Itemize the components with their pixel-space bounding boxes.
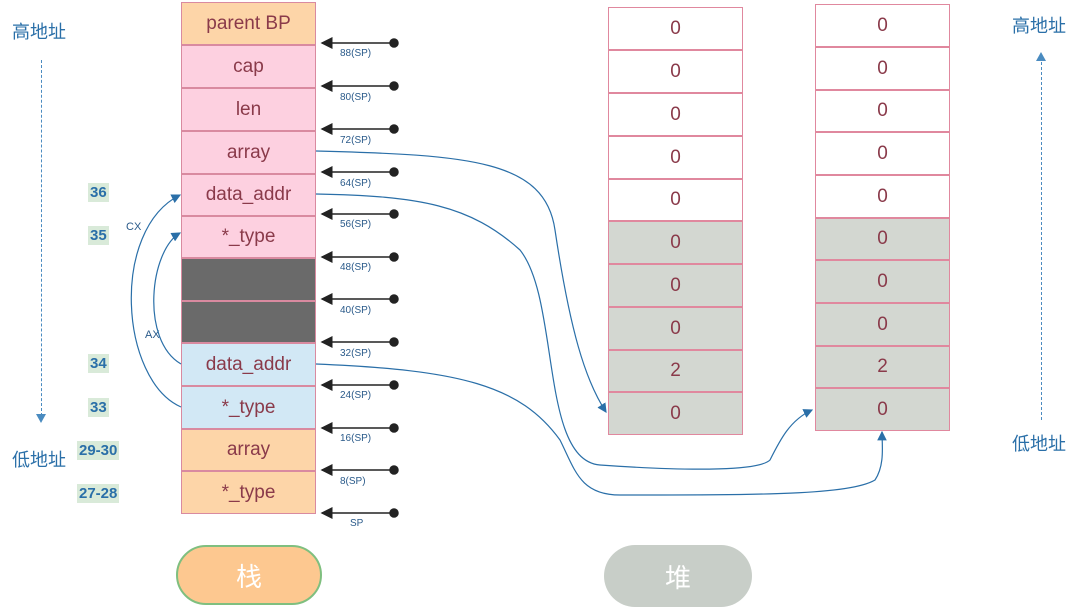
high-address-label-left: 高地址 (12, 22, 66, 43)
heap-cell: 0 (608, 179, 743, 221)
line-number-badge: 35 (88, 226, 109, 245)
heap-cell: 0 (815, 90, 950, 132)
line-number-badge: 34 (88, 354, 109, 373)
sp-offset-label: 72(SP) (340, 135, 372, 146)
stack-cell-data-addr-cx: data_addr (181, 174, 316, 216)
heap-cell: 0 (608, 93, 743, 136)
sp-offset-label: 8(SP) (340, 476, 366, 487)
sp-offset-label: 88(SP) (340, 48, 372, 59)
sp-offset-label: 32(SP) (340, 348, 372, 359)
ax-register-curve (153, 232, 182, 365)
heap-cell: 0 (608, 264, 743, 307)
sp-offset-label: SP (350, 518, 364, 529)
heap-cell: 0 (608, 392, 743, 435)
heap-cell: 0 (608, 136, 743, 179)
heap-cell: 0 (815, 4, 950, 47)
stack-cell-type-ax: *_type (181, 386, 316, 429)
low-address-label-right: 低地址 (1012, 434, 1066, 455)
stack-cell-len: len (181, 88, 316, 131)
heap-cell: 0 (608, 221, 743, 264)
high-address-label-right: 高地址 (1012, 16, 1066, 37)
cx-register-curve (130, 194, 182, 408)
arrow-down-icon (36, 414, 46, 423)
heap-cell: 0 (815, 218, 950, 260)
connector-array-to-heap1 (315, 150, 607, 414)
heap-cell: 0 (608, 50, 743, 93)
register-label-ax: AX (145, 329, 160, 341)
sp-offset-label: 40(SP) (340, 305, 372, 316)
stack-cell-data-addr-ax: data_addr (181, 343, 316, 386)
line-number-badge: 33 (88, 398, 109, 417)
heap-cell: 0 (608, 7, 743, 50)
sp-offset-label: 48(SP) (340, 262, 372, 273)
stack-cell-array: array (181, 131, 316, 174)
heap-cell: 2 (815, 346, 950, 388)
stack-cell-parent-bp: parent BP (181, 2, 316, 45)
heap-cell: 0 (815, 303, 950, 346)
stack-title-pill: 栈 (176, 545, 322, 605)
line-number-badge: 36 (88, 183, 109, 202)
stack-cell-unused (181, 258, 316, 301)
line-number-badge: 29-30 (77, 441, 120, 460)
stack-cell-type-arg: *_type (181, 471, 316, 514)
stack-cell-type-cx: *_type (181, 216, 316, 258)
address-direction-line-left (41, 60, 42, 416)
heap-cell: 0 (815, 47, 950, 90)
register-label-cx: CX (126, 221, 142, 233)
connector-data-addr-ax-to-heap2 (315, 363, 887, 496)
stack-cell-cap: cap (181, 45, 316, 88)
heap-cell: 0 (815, 388, 950, 431)
heap-cell: 2 (608, 350, 743, 392)
heap-cell: 0 (815, 260, 950, 303)
address-direction-line-right (1041, 62, 1042, 420)
heap-cell: 0 (608, 307, 743, 350)
line-number-badge: 27-28 (77, 484, 120, 503)
connector-data-addr-cx-to-heap2 (315, 193, 814, 470)
sp-offset-label: 56(SP) (340, 219, 372, 230)
heap-cell: 0 (815, 175, 950, 218)
sp-offset-label: 80(SP) (340, 92, 372, 103)
sp-offset-label: 24(SP) (340, 390, 372, 401)
stack-cell-array-arg: array (181, 429, 316, 471)
heap-cell: 0 (815, 132, 950, 175)
arrow-up-icon (1036, 52, 1046, 61)
stack-cell-unused (181, 301, 316, 343)
sp-pointer-arrows (320, 37, 399, 519)
heap-title-pill: 堆 (604, 545, 752, 607)
low-address-label-left: 低地址 (12, 450, 66, 471)
sp-offset-label: 16(SP) (340, 433, 372, 444)
sp-offset-label: 64(SP) (340, 178, 372, 189)
